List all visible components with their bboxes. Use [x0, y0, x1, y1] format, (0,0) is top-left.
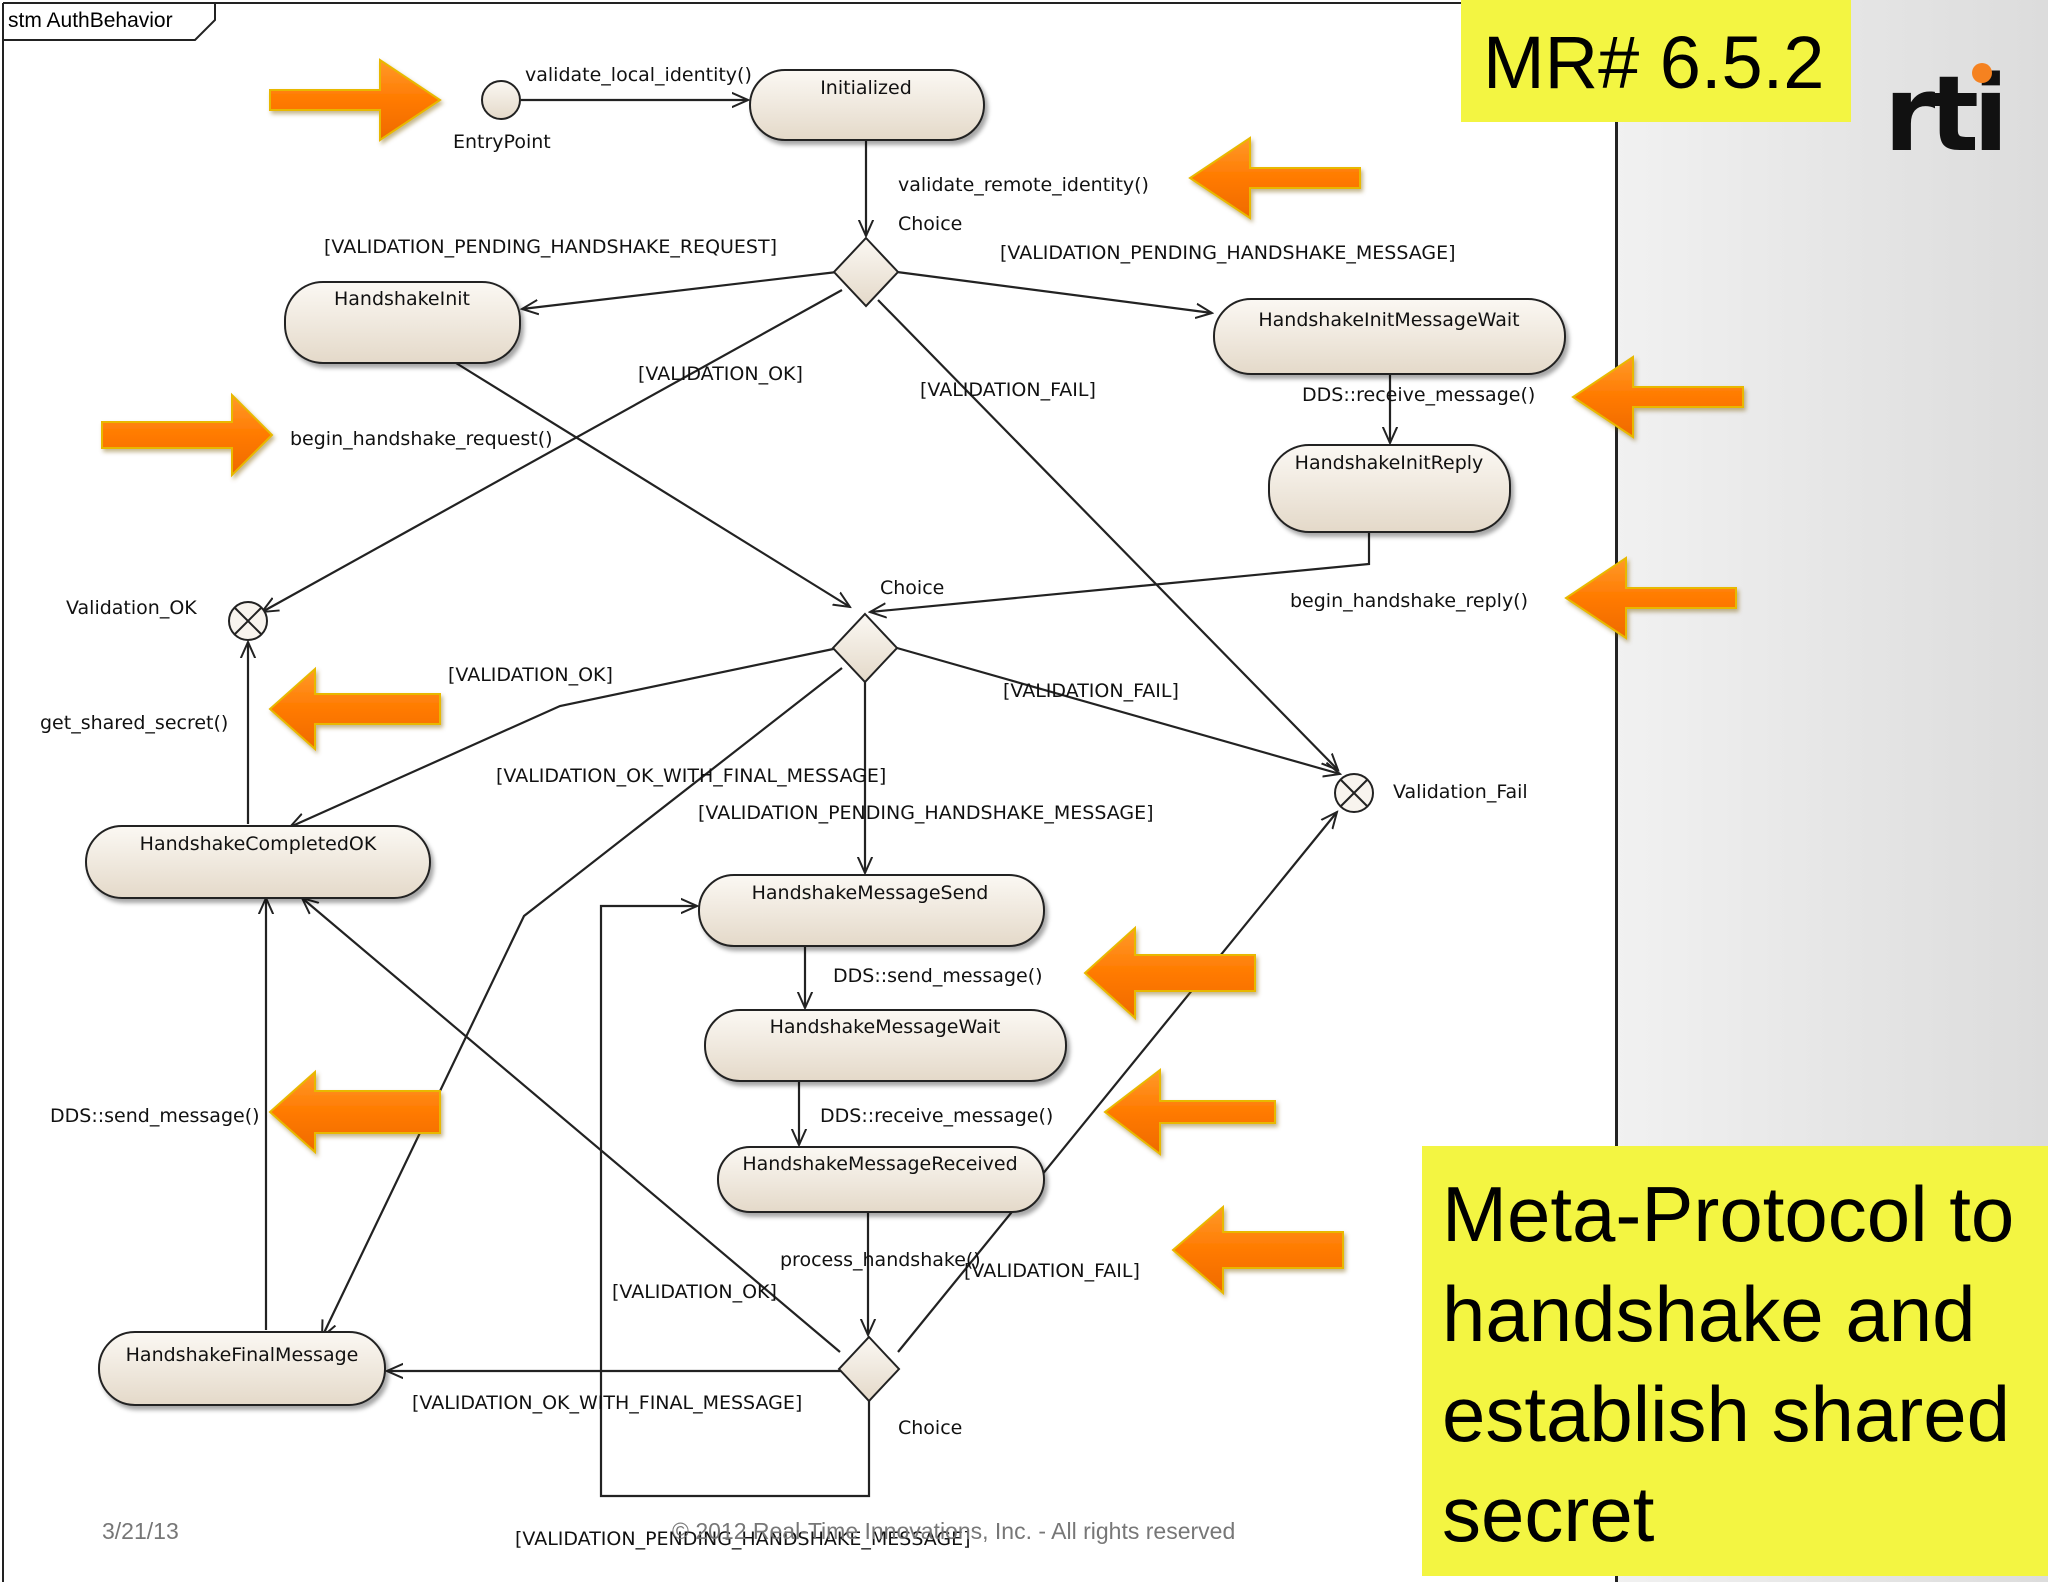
state-completed-ok: [85, 825, 431, 899]
label-ok-with-final-1: [VALIDATION_OK_WITH_FINAL_MESSAGE]: [496, 765, 886, 787]
choice-diamond-3: [837, 1335, 901, 1403]
label-pending-request: [VALIDATION_PENDING_HANDSHAKE_REQUEST]: [324, 236, 777, 258]
state-label-message-received: HandshakeMessageReceived: [742, 1153, 1017, 1175]
state-label-message-send: HandshakeMessageSend: [752, 882, 989, 904]
label-validation-fail-2: [VALIDATION_FAIL]: [1003, 680, 1179, 702]
label-send-message-1: DDS::send_message(): [833, 965, 1043, 987]
slide-title-line-3: establish shared: [1442, 1370, 2011, 1458]
label-validation-fail-1: [VALIDATION_FAIL]: [920, 379, 1096, 401]
label-ok-with-final-2: [VALIDATION_OK_WITH_FINAL_MESSAGE]: [412, 1392, 802, 1414]
state-init-message-wait: [1213, 298, 1566, 375]
mr-number-box: MR# 6.5.2: [1461, 0, 1851, 122]
transition-choice1-to-validation-ok: [262, 289, 843, 612]
validation-ok-terminator: [228, 601, 268, 641]
entry-point-circle: [481, 80, 521, 120]
state-label-handshake-init: HandshakeInit: [334, 288, 470, 310]
label-validation-ok-1: [VALIDATION_OK]: [638, 363, 803, 385]
transition-choice3-to-completed-ok: [302, 898, 841, 1353]
orange-arrow-right-2: [101, 392, 274, 478]
state-label-completed-ok: HandshakeCompletedOK: [140, 833, 377, 855]
pseudo-states: [228, 80, 1374, 1403]
label-begin-reply: begin_handshake_reply(): [1290, 590, 1528, 612]
state-label-initialized: Initialized: [820, 77, 912, 99]
state-label-final-message: HandshakeFinalMessage: [126, 1344, 359, 1366]
transition-choice1-to-handshake-init: [522, 270, 838, 309]
rti-logo: rti: [1884, 55, 2000, 165]
label-choice-1: Choice: [898, 213, 962, 235]
slide-title-line-1: Meta-Protocol to: [1442, 1170, 2015, 1258]
label-receive-message-2: DDS::receive_message(): [820, 1105, 1053, 1127]
orange-arrow-left-8: [1171, 1204, 1344, 1296]
label-get-shared-secret: get_shared_secret(): [40, 712, 228, 734]
transitions: [248, 100, 1390, 1498]
transition-choice1-to-validation-fail: [877, 299, 1338, 770]
label-send-message-2: DDS::send_message(): [50, 1105, 260, 1127]
transition-choice2-to-final-message: [322, 667, 843, 1337]
footer-date: 3/21/13: [102, 1518, 179, 1544]
label-pending-message-3: [VALIDATION_PENDING_HANDSHAKE_MESSAGE]: [515, 1528, 971, 1550]
label-entry-point: EntryPoint: [453, 131, 551, 153]
state-label-init-reply: HandshakeInitReply: [1295, 452, 1484, 474]
slide-title-box: Meta-Protocol to handshake and establish…: [1422, 1146, 2048, 1576]
state-init-reply: [1268, 444, 1511, 533]
validation-fail-terminator: [1334, 773, 1374, 813]
label-process-handshake: process_handshake(): [780, 1249, 981, 1271]
transition-labels: EntryPoint validate_local_identity() val…: [40, 64, 1535, 1550]
mr-number: MR# 6.5.2: [1483, 21, 1825, 104]
transition-choice2-to-completed-ok: [290, 646, 839, 829]
slide-title-line-4: secret: [1442, 1470, 1655, 1558]
state-initialized: [749, 69, 985, 141]
state-handshake-init: [284, 281, 521, 364]
orange-arrow-left-5: [1083, 925, 1256, 1021]
slide-title-line-2: handshake and: [1442, 1270, 1976, 1358]
transition-init-reply-to-choice2: [870, 532, 1371, 612]
label-validation-fail-pseudo: Validation_Fail: [1393, 781, 1528, 803]
label-pending-message-2: [VALIDATION_PENDING_HANDSHAKE_MESSAGE]: [698, 802, 1154, 824]
label-begin-request: begin_handshake_request(): [290, 428, 553, 450]
transition-choice3-loop-to-message-send: [599, 906, 871, 1498]
transition-choice1-to-init-message-wait: [896, 270, 1212, 313]
transition-choice3-to-validation-fail: [897, 812, 1337, 1353]
diagram-frame: [2, 2, 1617, 1582]
diagram-frame-right-edge: [1615, 0, 1618, 1582]
choice-diamond-1: [832, 236, 900, 308]
state-message-received: [717, 1146, 1045, 1213]
state-label-message-wait: HandshakeMessageWait: [770, 1016, 1001, 1038]
orange-arrow-left-6: [268, 1069, 441, 1155]
footer-copyright: © 2012 Real-Time Innovations, Inc. - All…: [672, 1518, 1236, 1544]
label-choice-2: Choice: [880, 577, 944, 599]
state-names: Initialized HandshakeInit HandshakeInitM…: [126, 77, 1520, 1366]
states: [85, 69, 1566, 1406]
state-message-wait: [704, 1009, 1067, 1082]
label-receive-message-1: DDS::receive_message(): [1302, 384, 1535, 406]
transition-choice2-to-validation-fail: [896, 646, 1340, 774]
state-final-message: [98, 1331, 386, 1406]
highlight-arrows: [101, 58, 1744, 1296]
orange-arrow-left-2: [1571, 355, 1744, 439]
orange-arrow-right-1: [269, 58, 442, 142]
state-message-send: [698, 874, 1045, 947]
diagram-frame-label: stm AuthBehavior: [8, 9, 173, 32]
label-validate-local: validate_local_identity(): [525, 64, 752, 86]
orange-arrow-left-4: [268, 666, 441, 752]
choice-diamond-2: [831, 612, 899, 684]
label-validation-ok-2: [VALIDATION_OK]: [448, 664, 613, 686]
label-validation-ok-pseudo: Validation_OK: [66, 597, 197, 619]
orange-arrow-left-3: [1564, 556, 1737, 640]
state-label-init-message-wait: HandshakeInitMessageWait: [1258, 309, 1519, 331]
label-choice-3: Choice: [898, 1417, 962, 1439]
orange-arrow-left-7: [1103, 1067, 1276, 1157]
label-pending-message-1: [VALIDATION_PENDING_HANDSHAKE_MESSAGE]: [1000, 242, 1456, 264]
label-validation-fail-3: [VALIDATION_FAIL]: [964, 1260, 1140, 1282]
orange-arrow-left-1: [1188, 136, 1361, 220]
label-validation-ok-3: [VALIDATION_OK]: [612, 1281, 777, 1303]
label-validate-remote: validate_remote_identity(): [898, 174, 1149, 196]
transition-handshake-init-to-choice2: [455, 362, 850, 607]
slide-title: Meta-Protocol to handshake and establish…: [1442, 1164, 2042, 1564]
